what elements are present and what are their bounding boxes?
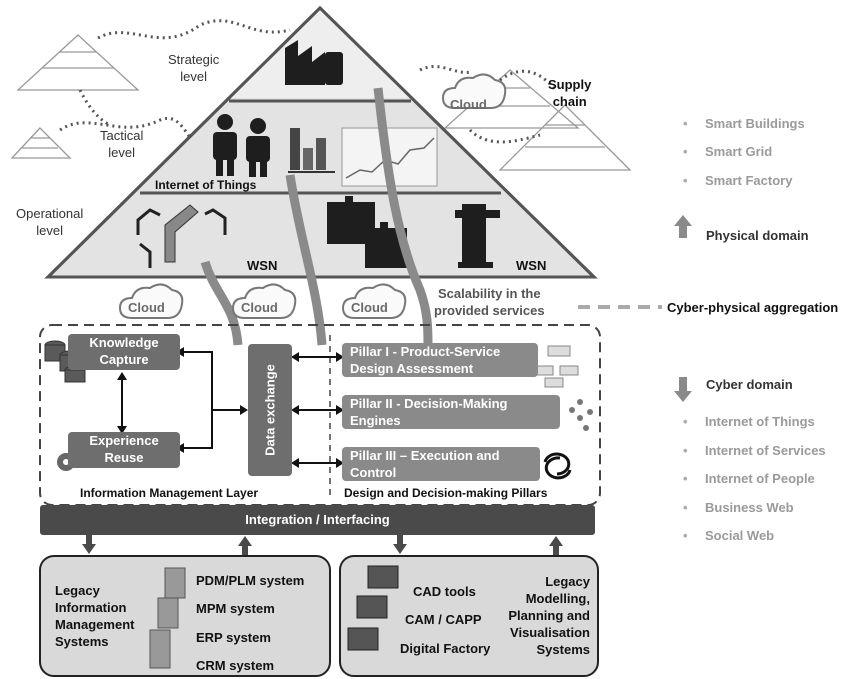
cyber-domain-label: Cyber domain <box>706 377 793 392</box>
hierarchy-icon <box>534 345 579 388</box>
legacy-info-box <box>39 555 331 677</box>
legacy-info-title: Legacy Information Management Systems <box>55 583 135 649</box>
strategic-level-label: Strategic level <box>168 52 220 84</box>
experience-reuse-box: Experience Reuse <box>68 432 180 468</box>
operational-level-label: Operational level <box>16 206 84 238</box>
bar-chart-icon <box>288 128 335 173</box>
scalability-label: Scalability in the provided services <box>434 286 545 318</box>
workers-icon <box>213 114 270 177</box>
erp-system: ERP system <box>196 630 271 645</box>
cloud-shapes <box>118 73 507 319</box>
wsn-right-label: WSN <box>516 258 547 273</box>
legacy-arrows <box>82 535 563 555</box>
integration-label: Integration / Interfacing <box>245 512 390 527</box>
pillar-1: Pillar I - Product-Service Design Assess… <box>342 343 538 377</box>
digital-factory: Digital Factory <box>400 641 491 656</box>
domain-arrows <box>674 215 692 402</box>
physical-domain-label: Physical domain <box>706 228 809 243</box>
pdm-plm-system: PDM/PLM system <box>196 573 305 588</box>
info-arrows <box>121 351 340 464</box>
legacy-design-box <box>339 555 599 677</box>
integration-bar <box>40 505 595 535</box>
supply-dotted-links <box>59 19 557 152</box>
conveyor-icon <box>164 204 199 263</box>
drill-press-icon <box>455 204 500 268</box>
cad-tools: CAD tools <box>413 584 476 599</box>
cyber-item-2: •Internet of Services <box>683 443 826 458</box>
cycle-arrows-icon <box>543 452 572 480</box>
cloud-label-2: Cloud <box>241 300 278 315</box>
arrowheads <box>117 347 344 468</box>
data-pipes <box>200 87 433 346</box>
cnc-machine-icon <box>327 196 407 268</box>
knowledge-capture-box: Knowledge Capture <box>68 334 180 370</box>
cam-capp: CAM / CAPP <box>405 612 482 627</box>
legacy-design-title: Legacy Modelling, Planning and Visualisa… <box>508 574 590 657</box>
pillars-title: Design and Decision-making Pillars <box>344 486 548 500</box>
cloud-label-1: Cloud <box>128 300 165 315</box>
factory-icon <box>285 40 343 85</box>
supply-chain-label: Supply chain <box>548 77 592 109</box>
decision-tree-icon <box>569 399 593 431</box>
monitor-icons <box>347 565 399 651</box>
crm-system: CRM system <box>196 658 275 673</box>
cloud-label-top: Cloud <box>450 97 487 112</box>
robot-arms-icon <box>136 208 227 268</box>
cyber-physical-label: Cyber-physical aggregation <box>667 300 839 315</box>
info-layer-title: Information Management Layer <box>80 486 259 500</box>
cyber-item-3: •Internet of People <box>683 471 815 486</box>
pillar-3: Pillar III – Execution and Control <box>342 447 540 481</box>
cyber-item-1: •Internet of Things <box>683 414 815 429</box>
data-exchange-box: Data exchange <box>248 344 292 476</box>
physical-item-2: •Smart Grid <box>683 144 773 159</box>
internet-of-things-label: Internet of Things <box>155 178 257 192</box>
cyber-item-5: •Social Web <box>683 528 775 543</box>
mpm-system: MPM system <box>196 601 275 616</box>
pillar-2: Pillar II - Decision-Making Engines <box>342 395 560 429</box>
tactical-level-label: Tactical level <box>100 128 144 160</box>
server-tower-icons <box>149 567 186 669</box>
physical-item-3: •Smart Factory <box>683 173 793 188</box>
wsn-left-label: WSN <box>247 258 278 273</box>
cloud-label-3: Cloud <box>351 300 388 315</box>
physical-item-1: •Smart Buildings <box>683 116 805 131</box>
data-exchange-label: Data exchange <box>262 364 278 456</box>
cyber-item-4: •Business Web <box>683 500 794 515</box>
